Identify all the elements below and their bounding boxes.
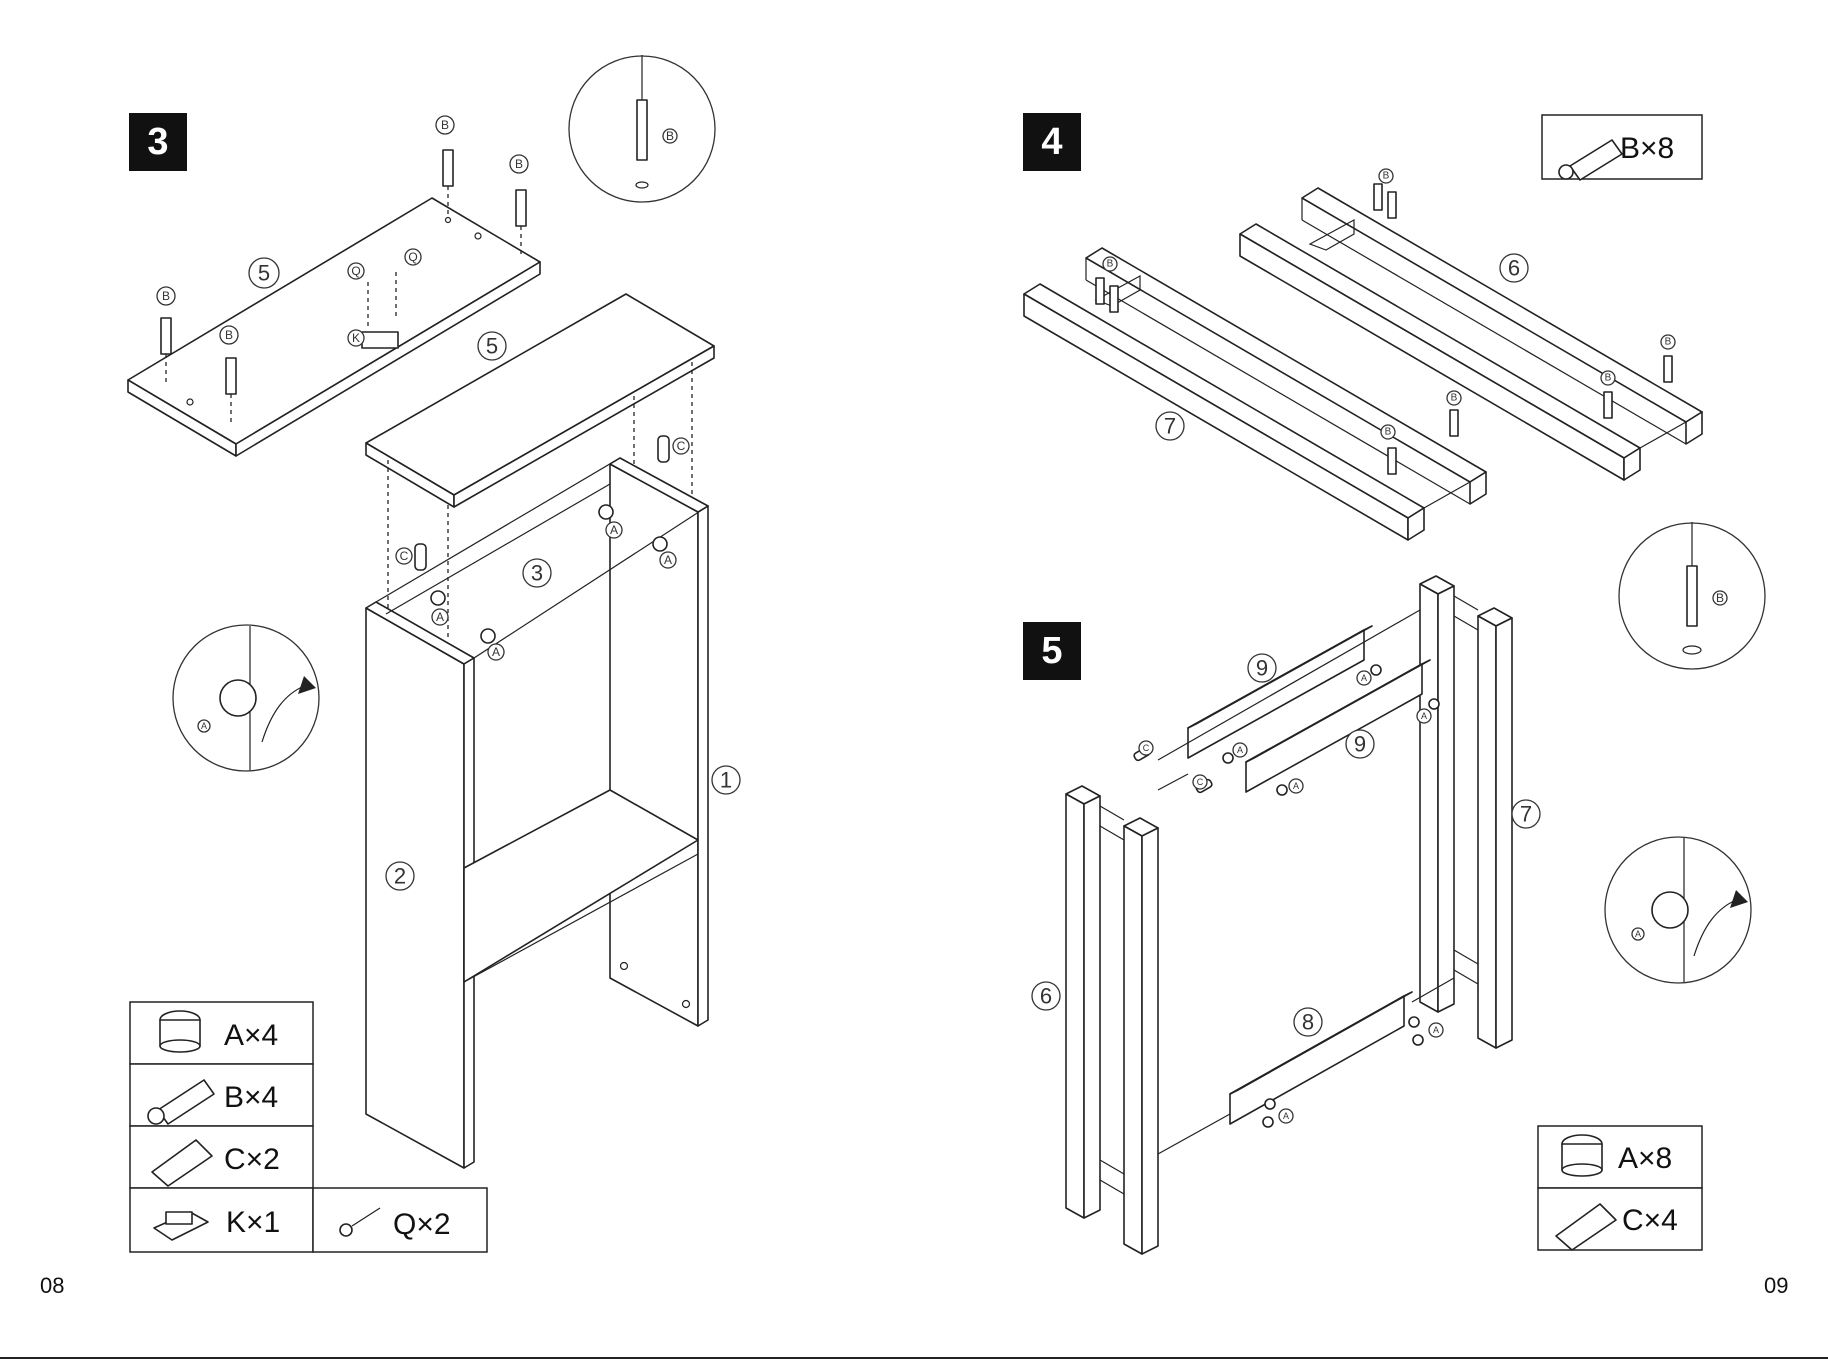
label-b-s4-5: B <box>1605 373 1612 384</box>
label-a-s5-5: A <box>1283 1111 1289 1121</box>
label-b-s4-2: B <box>1107 259 1114 270</box>
label-b-4: B <box>515 157 523 171</box>
step-5-section: 5 6 7 <box>1023 576 1788 1298</box>
frame-7-step4 <box>1024 248 1486 540</box>
qty-b4: B×4 <box>224 1081 278 1114</box>
label-b-detail-s4: B <box>1716 591 1724 605</box>
detail-circle-bolt <box>569 55 715 202</box>
label-a-detail-s5: A <box>1635 929 1641 939</box>
qty-b8: B×8 <box>1620 132 1674 165</box>
label-q-2: Q <box>408 250 417 264</box>
detail-circle-cam-lock <box>173 625 319 771</box>
label-a-detail: A <box>201 721 207 731</box>
detail-circle-cam-lock-step5 <box>1605 837 1751 983</box>
label-c-s5-1: C <box>1143 743 1150 753</box>
label-a-3: A <box>436 610 444 624</box>
label-a-2: A <box>664 553 672 567</box>
cam-a-4 <box>481 629 495 643</box>
cam-a-2 <box>653 537 667 551</box>
page-number-right: 09 <box>1764 1273 1788 1298</box>
label-b-s4-6: B <box>1665 337 1672 348</box>
label-a-s5-4: A <box>1421 711 1427 721</box>
label-frame-7-step4: 7 <box>1164 414 1176 439</box>
label-rail-3: 3 <box>531 561 543 586</box>
label-a-s5-3: A <box>1293 781 1299 791</box>
label-b-3: B <box>441 118 449 132</box>
cam-a-1 <box>599 505 613 519</box>
cam-lock-icon <box>160 1011 200 1052</box>
qty-a8: A×8 <box>1618 1142 1672 1175</box>
label-frame-6-step4: 6 <box>1508 256 1520 281</box>
label-frame-6-step5: 6 <box>1040 984 1052 1009</box>
label-panel-5-a: 5 <box>258 261 270 286</box>
label-c-s5-2: C <box>1197 777 1204 787</box>
label-a-s5-1: A <box>1361 673 1367 683</box>
dowel-c-1 <box>415 544 426 570</box>
bolt-b-4 <box>516 190 526 256</box>
label-q-1: Q <box>351 264 360 278</box>
qty-c2: C×2 <box>224 1143 280 1176</box>
label-b-1: B <box>162 289 170 303</box>
label-c-1: C <box>400 549 409 563</box>
label-rail-8: 8 <box>1302 1010 1314 1035</box>
step-4-section: 4 B×8 7 <box>1023 113 1765 669</box>
step-5-number: 5 <box>1041 630 1062 672</box>
label-rail-9-b: 9 <box>1354 732 1366 757</box>
qty-q2: Q×2 <box>393 1208 451 1241</box>
label-b-s4-1: B <box>1383 171 1390 182</box>
cam-lock-icon-step5 <box>1562 1135 1602 1176</box>
label-b-s4-4: B <box>1451 393 1458 404</box>
qty-k1: K×1 <box>226 1206 280 1239</box>
rail-8 <box>1158 978 1454 1154</box>
label-b-2: B <box>225 328 233 342</box>
frame-7-step5 <box>1420 576 1512 1048</box>
label-a-s5-2: A <box>1237 745 1243 755</box>
page-number-left: 08 <box>40 1273 64 1298</box>
qty-c4: C×4 <box>1622 1204 1678 1237</box>
label-rail-9-a: 9 <box>1256 656 1268 681</box>
step-3-number: 3 <box>147 121 168 163</box>
label-c-2: C <box>677 439 686 453</box>
qty-a4: A×4 <box>224 1019 278 1052</box>
label-panel-2: 2 <box>394 864 406 889</box>
frame-6-step5 <box>1066 786 1158 1254</box>
label-b-s4-3: B <box>1385 427 1392 438</box>
label-a-1: A <box>610 523 618 537</box>
dowel-c-2 <box>658 436 669 462</box>
label-panel-5-b: 5 <box>486 334 498 359</box>
label-b-detail: B <box>666 129 674 143</box>
detail-circle-bolt-step4 <box>1619 522 1765 669</box>
magnet-catch-k <box>362 332 398 348</box>
label-k: K <box>352 331 360 345</box>
label-frame-7-step5: 7 <box>1520 802 1532 827</box>
label-a-s5-6: A <box>1433 1025 1439 1035</box>
label-a-4: A <box>492 645 500 659</box>
step-3-section: 3 <box>40 55 740 1298</box>
step-5-parts-table: A×8 C×4 <box>1538 1126 1702 1250</box>
step-4-number: 4 <box>1041 121 1062 163</box>
cam-a-3 <box>431 591 445 605</box>
label-panel-1: 1 <box>720 768 732 793</box>
frame-6-step4 <box>1240 188 1702 480</box>
